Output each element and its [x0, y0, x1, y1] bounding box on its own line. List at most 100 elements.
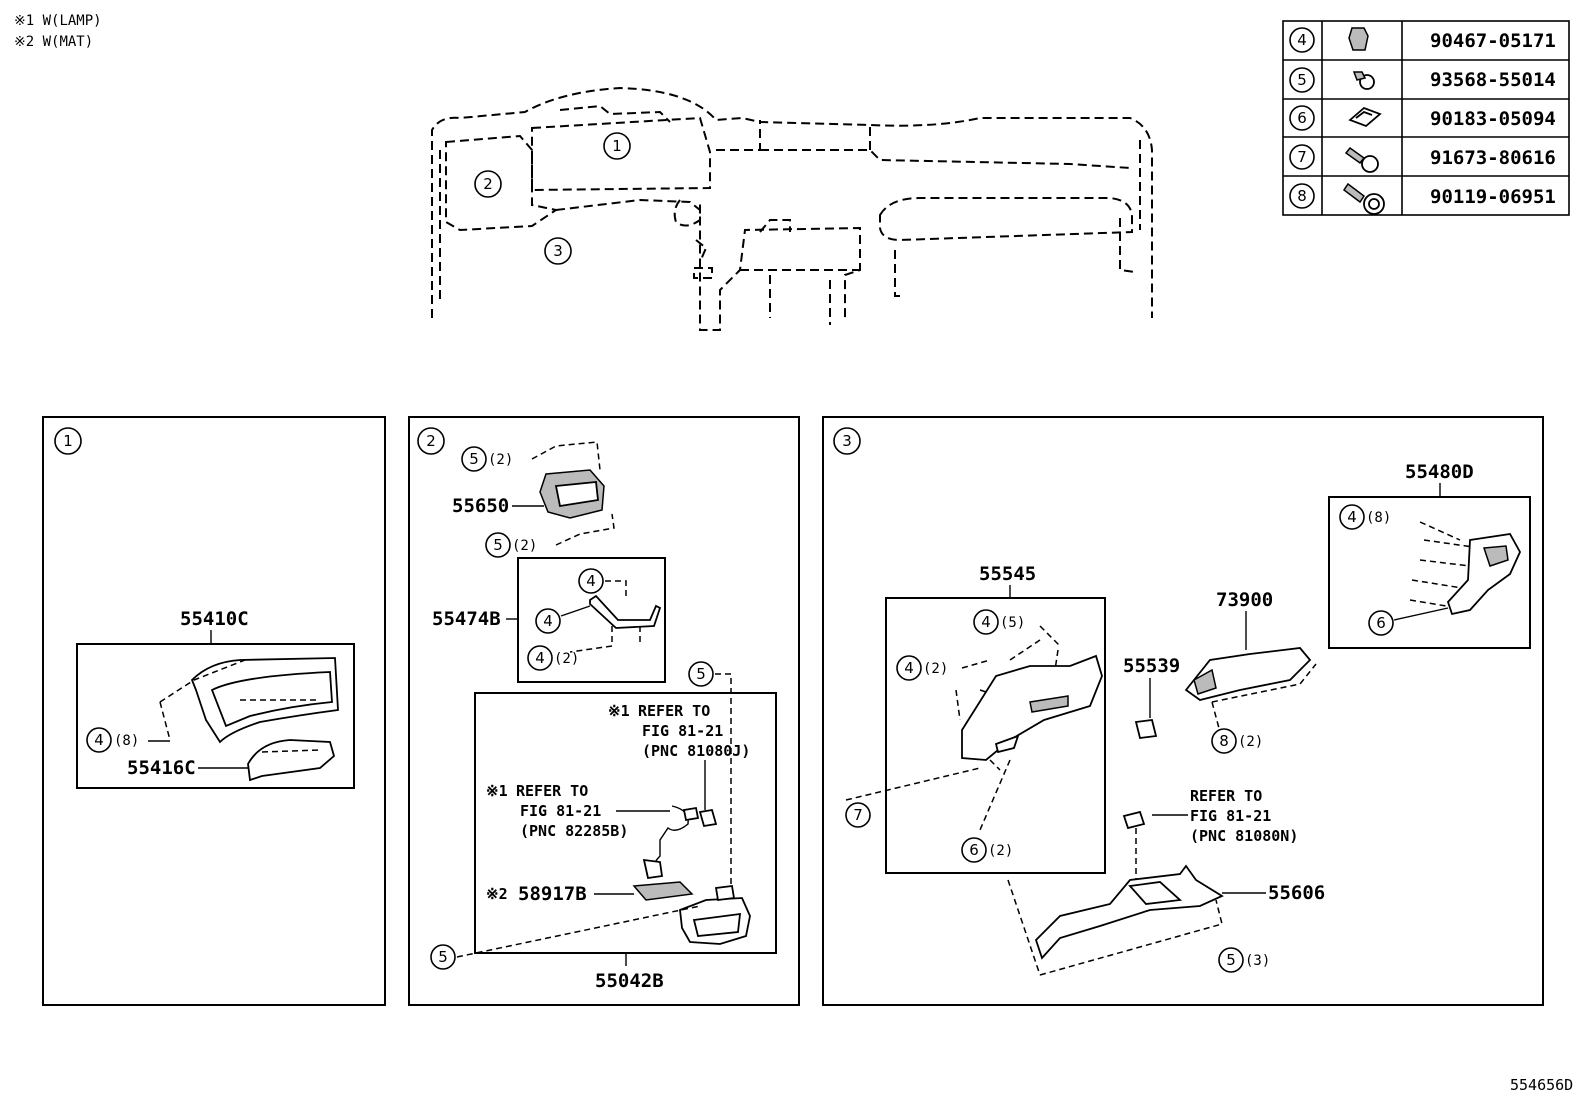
table-row: 7 91673-80616: [1289, 144, 1556, 173]
callout-ref: 4: [543, 612, 553, 630]
ref-a-line3: (PNC 81080J): [642, 742, 750, 760]
note-mat: ※2 W(MAT): [14, 34, 93, 50]
instrument-panel-overview: 1 2 3: [431, 86, 1153, 331]
nut-clip-icon: [1348, 106, 1382, 128]
callout-ref: 5: [696, 665, 706, 683]
callout-circle: [1289, 67, 1315, 93]
callout-qty: (8): [114, 733, 139, 749]
svg-text:1: 1: [612, 137, 622, 155]
panel-2-lower-panel: 2 5 (2) 55650 5 (2) 55474B 4 4 4 (2) 5: [408, 416, 800, 1006]
panel-3-covers: 3 55480D 4 (8) 6 55545 4 (5) 4 (2) 6 (2): [822, 416, 1544, 1006]
part-number-55410c: 55410C: [180, 608, 249, 630]
callout-qty: (2): [512, 538, 537, 554]
ref-c-line2: FIG 81-21: [1190, 807, 1271, 825]
callout-qty: (2): [988, 843, 1013, 859]
callout-circle: [1211, 728, 1237, 754]
callout-qty: (5): [1000, 615, 1025, 631]
callout-qty: (2): [554, 651, 579, 667]
table-part-number: 90119-06951: [1430, 186, 1556, 208]
callout-qty: (2): [1238, 734, 1263, 750]
under-cover-55606: [1034, 864, 1224, 960]
callout-circle: [973, 609, 999, 635]
part-number-55650: 55650: [452, 495, 509, 517]
callout-circle: [1289, 183, 1315, 209]
flange-bolt-icon: [1342, 182, 1385, 215]
part-number-55416c: 55416C: [127, 757, 196, 779]
callout-circle: [896, 655, 922, 681]
part-number-55606: 55606: [1268, 882, 1325, 904]
callout-circle: [961, 837, 987, 863]
overview-callout-2: 2: [474, 170, 502, 198]
callout-qty: (3): [1245, 953, 1270, 969]
callout-ref: 5: [493, 536, 503, 554]
clip-icon: [1348, 27, 1369, 51]
panel-id-circle: [54, 427, 82, 455]
part-number-55480d: 55480D: [1405, 461, 1474, 483]
table-ref: 5: [1297, 71, 1307, 89]
callout-circle: [535, 608, 561, 634]
panel-id: 3: [842, 432, 852, 450]
callout-ref: 5: [469, 450, 479, 468]
callout-ref: 4: [1347, 508, 1357, 526]
ref-a-line1: REFER TO: [638, 702, 710, 720]
part-number-55545: 55545: [979, 563, 1036, 585]
callout-circle: [485, 532, 511, 558]
callout-ref: 5: [1226, 951, 1236, 969]
ref-a-line2: FIG 81-21: [642, 722, 723, 740]
callout-circle: [1289, 27, 1315, 53]
part-number-55539: 55539: [1123, 655, 1180, 677]
table-part-number: 90467-05171: [1430, 30, 1556, 52]
callout-circle: [1339, 504, 1365, 530]
table-row: 4 90467-05171: [1289, 27, 1556, 53]
ref-c-line3: (PNC 81080N): [1190, 827, 1298, 845]
screw-icon: [1352, 71, 1375, 90]
cluster-lower-cover: [247, 739, 336, 782]
bolt-icon: [1344, 146, 1379, 173]
ref-b-line2: FIG 81-21: [520, 802, 601, 820]
table-ref: 8: [1297, 187, 1307, 205]
ref-b-line3: (PNC 82285B): [520, 822, 628, 840]
callout-ref: 4: [904, 659, 914, 677]
callout-qty: (2): [488, 452, 513, 468]
mark-2: ※2: [486, 885, 508, 903]
callout-circle: [1289, 105, 1315, 131]
panel-id: 2: [426, 432, 436, 450]
bracket-55474b: [589, 594, 662, 629]
airbag-73900: [1184, 647, 1312, 701]
ref-a-mark: ※1: [608, 702, 630, 720]
panel-id-circle: [833, 427, 861, 455]
table-ref: 6: [1297, 109, 1307, 127]
part-number-55474b: 55474B: [432, 608, 501, 630]
clip-55539: [1134, 719, 1158, 739]
part-number-73900: 73900: [1216, 589, 1273, 611]
part-number-55042b: 55042B: [595, 970, 664, 992]
table-ref: 7: [1297, 148, 1307, 166]
table-row: 6 90183-05094: [1289, 105, 1556, 131]
lamp-socket: [698, 808, 718, 828]
callout-circle: [1368, 610, 1394, 636]
ref-c-line1: REFER TO: [1190, 787, 1262, 805]
svg-text:2: 2: [483, 175, 493, 193]
table-part-number: 90183-05094: [1430, 108, 1556, 130]
side-cover-55480d: [1446, 533, 1522, 616]
fastener-table: 4 90467-05171 5 93568-55014 6 90183-0509…: [1282, 20, 1570, 216]
callout-circle: [578, 568, 604, 594]
socket-81080n: [1122, 810, 1146, 830]
callout-ref: 4: [94, 731, 104, 749]
callout-ref: 4: [981, 613, 991, 631]
part-number-58917b: 58917B: [518, 883, 587, 905]
table-row: 8 90119-06951: [1289, 182, 1556, 215]
callout-ref: 7: [853, 806, 863, 824]
callout-ref: 6: [969, 841, 979, 859]
ref-b-mark: ※1: [486, 782, 508, 800]
callout-circle: [1289, 144, 1315, 170]
callout-qty: (8): [1366, 510, 1391, 526]
ref-b-line1: REFER TO: [516, 782, 588, 800]
callout-circle: [688, 661, 714, 687]
note-lamp: ※1 W(LAMP): [14, 13, 102, 29]
callout-circle: [1218, 947, 1244, 973]
panel-id: 1: [63, 432, 73, 450]
table-ref: 4: [1297, 31, 1307, 49]
overview-callout-1: 1: [603, 132, 631, 160]
